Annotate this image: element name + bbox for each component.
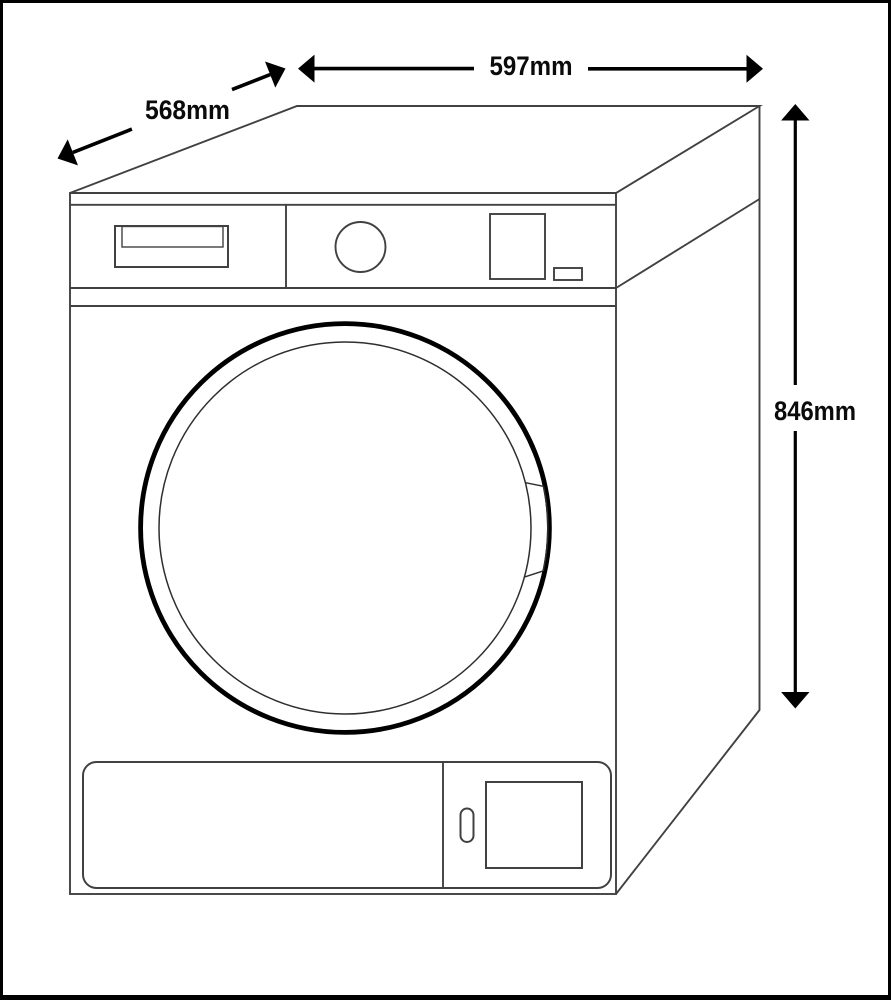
svg-text:568mm: 568mm	[145, 95, 230, 125]
svg-text:597mm: 597mm	[490, 51, 573, 81]
svg-text:846mm: 846mm	[774, 396, 856, 426]
